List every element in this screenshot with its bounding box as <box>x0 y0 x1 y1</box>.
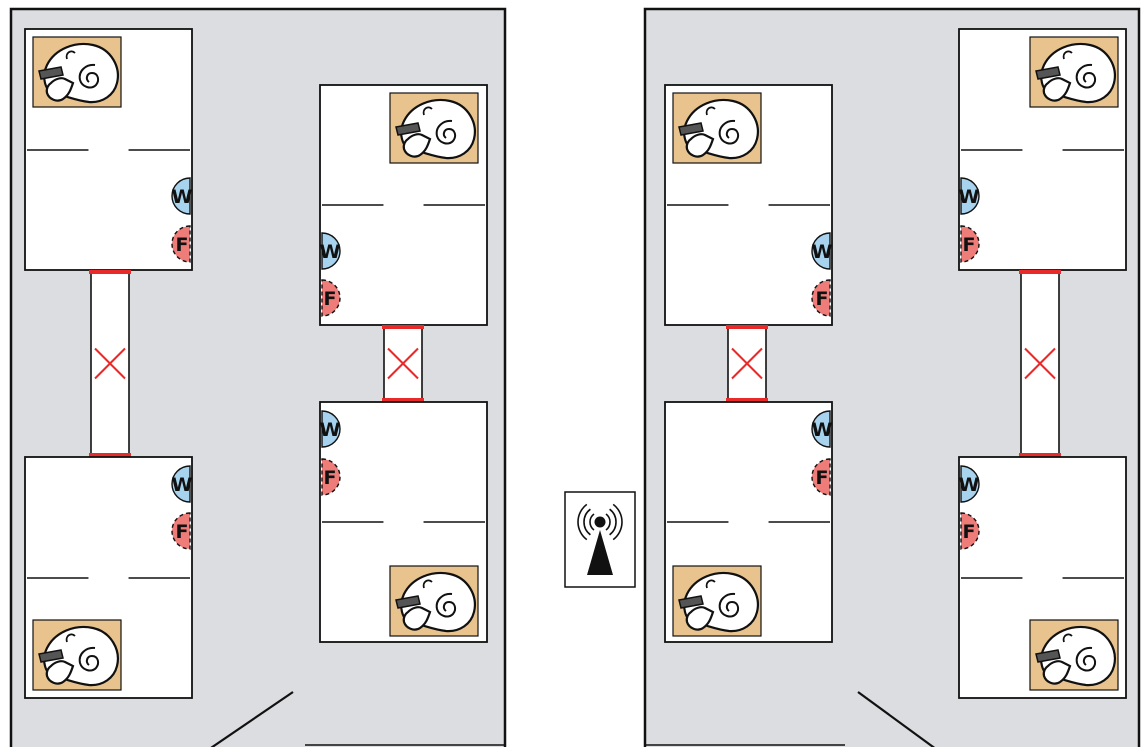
food-port: F <box>321 279 341 317</box>
food-port-label: F <box>963 234 976 256</box>
food-port-label: F <box>816 288 829 310</box>
food-port-label: F <box>176 234 189 256</box>
water-port: W <box>811 232 833 270</box>
nest-right-c-top <box>672 92 762 164</box>
water-port: W <box>320 232 341 270</box>
food-port-label: F <box>963 521 976 543</box>
food-port: F <box>811 458 831 496</box>
food-port-label: F <box>324 467 337 489</box>
nest-right-d-top <box>1029 36 1119 108</box>
connecting-tube <box>89 270 131 457</box>
food-port: F <box>321 458 341 496</box>
door-line-right <box>857 691 941 752</box>
food-port: F <box>960 512 980 550</box>
connecting-tube <box>1019 270 1061 457</box>
water-port-label: W <box>172 474 193 496</box>
water-port-label: W <box>320 419 341 441</box>
food-port: F <box>171 225 191 263</box>
blocked-x-icon <box>731 347 763 380</box>
food-port: F <box>960 225 980 263</box>
food-port: F <box>171 512 191 550</box>
food-port-label: F <box>324 288 337 310</box>
food-port-label: F <box>816 467 829 489</box>
water-port-label: W <box>959 474 980 496</box>
nest-left-a-top <box>32 36 122 108</box>
connecting-tube <box>382 325 424 402</box>
blocked-x-icon <box>1024 347 1056 380</box>
nest-right-c-bottom <box>672 565 762 637</box>
connecting-tube <box>726 325 768 402</box>
nest-left-a-bottom <box>32 619 122 691</box>
door-line-left <box>204 691 294 752</box>
blocked-x-icon <box>94 347 126 380</box>
water-port-label: W <box>812 419 833 441</box>
water-port: W <box>959 177 980 215</box>
food-port: F <box>811 279 831 317</box>
wireless-transmitter-icon <box>564 491 636 588</box>
blocked-x-icon <box>387 347 419 380</box>
nest-left-b-bottom <box>389 565 479 637</box>
food-port-label: F <box>176 521 189 543</box>
water-port: W <box>171 177 193 215</box>
water-port: W <box>811 410 833 448</box>
water-port-label: W <box>812 241 833 263</box>
water-port: W <box>959 465 980 503</box>
nest-left-b-top <box>389 92 479 164</box>
water-port: W <box>320 410 341 448</box>
water-port-label: W <box>172 186 193 208</box>
water-port-label: W <box>320 241 341 263</box>
water-port: W <box>171 465 193 503</box>
water-port-label: W <box>959 186 980 208</box>
nest-right-d-bottom <box>1029 619 1119 691</box>
